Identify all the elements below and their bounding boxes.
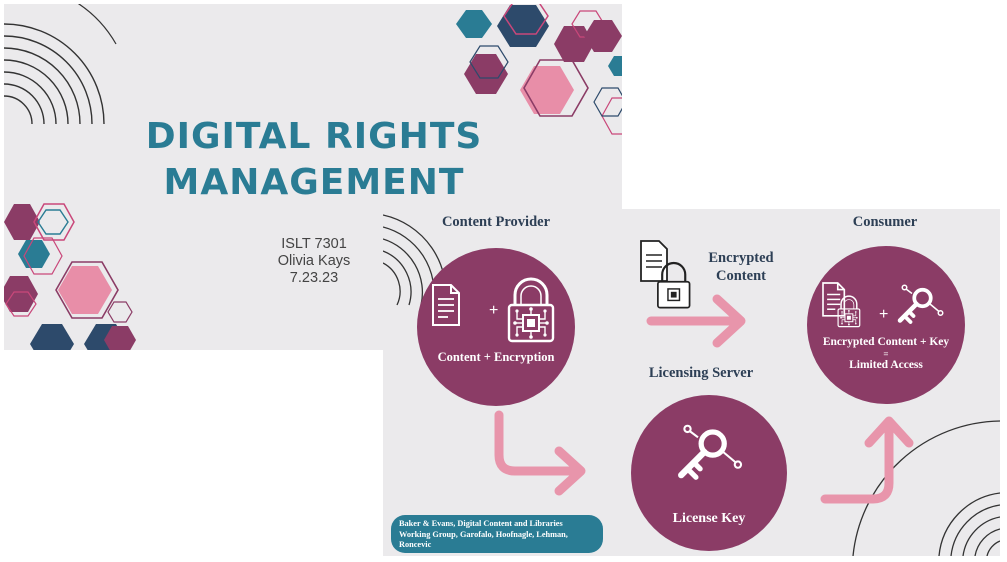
content-provider-circle bbox=[417, 248, 575, 406]
presentation-title: DIGITAL RIGHTS MANAGEMENT bbox=[64, 114, 564, 206]
licensing-server-label: Licensing Server bbox=[648, 365, 754, 381]
citation-box: Baker & Evans, Digital Content and Libra… bbox=[391, 515, 603, 553]
title-line-1: DIGITAL RIGHTS bbox=[145, 116, 483, 157]
consumer-label: Consumer bbox=[852, 214, 918, 230]
encrypted-content-plus-key-label: Encrypted Content + Key bbox=[822, 336, 950, 348]
author-name: Olivia Kays bbox=[277, 253, 351, 269]
limited-access-label: Limited Access bbox=[849, 359, 923, 371]
title-slide: DIGITAL RIGHTS MANAGEMENT ISLT 7301 Oliv… bbox=[4, 4, 622, 350]
arc-pattern-bottom-right bbox=[852, 420, 1000, 556]
svg-text:+: + bbox=[879, 306, 888, 323]
hexagon-cluster-bottom-left bbox=[4, 203, 136, 350]
arrow-right-icon bbox=[646, 294, 746, 348]
content-provider-label: Content Provider bbox=[441, 214, 551, 230]
equals-sign: = bbox=[883, 349, 889, 359]
encrypted-content-label: Encrypted Content bbox=[691, 249, 791, 285]
arrow-down-right-icon bbox=[494, 410, 586, 496]
arc-pattern-top-left bbox=[4, 4, 117, 125]
hexagon-cluster-top-right bbox=[456, 4, 622, 135]
encrypted-content-label-line2: Content bbox=[716, 268, 766, 284]
drm-diagram-slide: + + bbox=[383, 209, 1000, 556]
licensing-server-circle bbox=[631, 395, 787, 551]
encrypted-content-icon bbox=[640, 240, 691, 309]
encrypted-content-label-line1: Encrypted bbox=[708, 250, 774, 266]
license-key-label: License Key bbox=[672, 511, 746, 526]
slide2-graphics: + + bbox=[383, 214, 1000, 556]
presenter-info: ISLT 7301 Olivia Kays 7.23.23 bbox=[254, 236, 374, 287]
content-plus-encryption-label: Content + Encryption bbox=[437, 350, 555, 364]
title-line-2: MANAGEMENT bbox=[163, 162, 465, 203]
course-code: ISLT 7301 bbox=[281, 236, 347, 252]
arrow-up-icon bbox=[820, 416, 914, 504]
slide1-decoration bbox=[4, 4, 622, 350]
svg-text:+: + bbox=[489, 302, 498, 319]
consumer-formula: Encrypted Content + Key = Limited Access bbox=[811, 336, 961, 372]
presentation-date: 7.23.23 bbox=[289, 270, 339, 286]
consumer-circle bbox=[807, 246, 965, 404]
